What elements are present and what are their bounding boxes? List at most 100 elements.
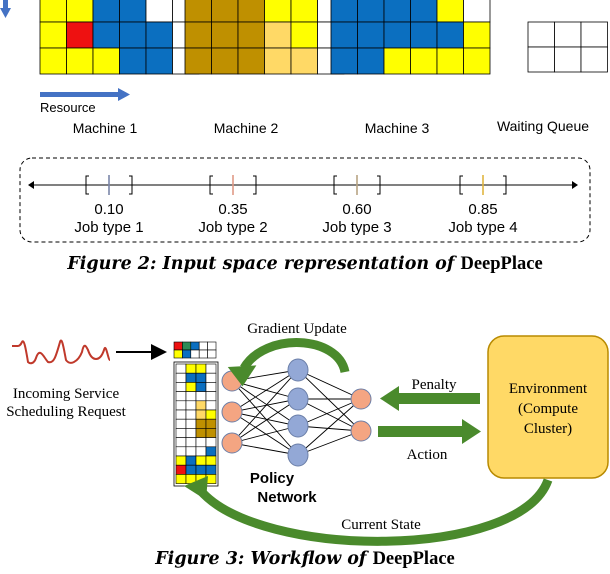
job-type-label: Job type 1	[74, 219, 143, 236]
network-edge	[231, 425, 299, 444]
state-cell	[195, 391, 207, 402]
network-edge	[231, 411, 299, 427]
waiting-queue-cell	[580, 21, 608, 48]
machine-3-cell	[436, 21, 464, 49]
state-cell	[175, 418, 187, 429]
state-cell	[185, 400, 197, 411]
machine-1-cell	[66, 0, 94, 23]
machine-1-cell	[92, 0, 120, 23]
queue-cell	[182, 349, 192, 359]
machine-2-cell	[290, 47, 318, 75]
machine-3-cell	[383, 0, 411, 23]
state-cell	[205, 363, 217, 374]
machine-2-cell	[184, 47, 212, 75]
machine-2-cell	[211, 0, 239, 23]
queue-cell	[173, 341, 183, 351]
state-cell	[195, 428, 207, 438]
figure-3-caption-name: DeepPlace	[372, 549, 455, 569]
state-cell	[185, 391, 197, 402]
state-representation	[173, 341, 219, 487]
network-edge	[297, 398, 362, 432]
network-edge	[297, 369, 362, 400]
machine-2-cell	[237, 21, 265, 49]
job-range-bracket-right	[253, 175, 257, 195]
action-label: Action	[407, 447, 448, 463]
job-value-label: 0.10	[94, 201, 123, 218]
state-cell	[195, 363, 207, 374]
hidden-node	[287, 443, 309, 467]
machine-3-cell	[357, 47, 385, 75]
machine-3-cell	[383, 47, 411, 75]
state-cell	[175, 455, 187, 466]
output-node	[350, 388, 372, 410]
state-cell	[175, 428, 187, 438]
machine-1-cell	[119, 47, 147, 75]
state-cell	[195, 455, 207, 466]
waiting-queue-cell	[527, 46, 555, 73]
waiting-queue-cell	[527, 21, 555, 48]
network-edge	[297, 430, 362, 456]
network-edge	[231, 398, 299, 413]
machine-3-cell	[463, 47, 491, 75]
job-range-bracket-left	[209, 175, 213, 195]
queue-cell	[198, 349, 208, 359]
state-cell	[195, 418, 207, 429]
machine-3-cell	[410, 0, 438, 23]
machine-3-cell	[330, 21, 358, 49]
state-cell	[205, 437, 217, 448]
resource-arrow	[40, 88, 130, 101]
machine-2-cell	[184, 21, 212, 49]
queue-cell	[198, 341, 208, 351]
waiting-queue-cell	[580, 46, 608, 73]
machine-1-cell	[145, 0, 173, 23]
incoming-label-line1: Incoming Service	[13, 386, 120, 402]
resource-label: Resource	[40, 100, 96, 115]
network-edge	[231, 411, 299, 456]
state-cell	[175, 446, 187, 457]
machine-2-cell	[211, 47, 239, 75]
state-cell	[205, 382, 217, 392]
machine-1-grid	[39, 0, 200, 75]
state-cell	[175, 474, 187, 484]
job-value-label: 0.60	[342, 201, 371, 218]
waiting-queue-cell	[554, 21, 582, 48]
policy-network-label-line1: Policy	[250, 470, 295, 487]
job-range-bracket-left	[333, 175, 337, 195]
state-cell	[185, 437, 197, 448]
machine-2-cell	[237, 47, 265, 75]
machine-3-cell	[463, 0, 491, 23]
machine-3-cell	[357, 0, 385, 23]
job-range-bracket-right	[377, 175, 381, 195]
machine-3-grid	[330, 0, 491, 75]
waiting-queue-cell	[554, 46, 582, 73]
hidden-node	[287, 358, 309, 382]
job-type-box	[19, 157, 591, 243]
state-cell	[205, 455, 217, 466]
machine-1-cell	[39, 0, 67, 23]
state-cell	[195, 446, 207, 457]
gradient-update-arrow	[240, 338, 350, 374]
machine-1-cell	[145, 47, 173, 75]
network-edge	[297, 425, 362, 432]
machine-2-label: Machine 2	[214, 120, 279, 136]
machine-3-cell	[410, 21, 438, 49]
network-edge	[297, 398, 362, 456]
time-axis-arrow	[0, 0, 11, 18]
job-value-label: 0.85	[468, 201, 497, 218]
state-cell	[195, 464, 207, 475]
queue-cell	[182, 341, 192, 351]
state-cell	[205, 400, 217, 411]
state-cell	[185, 409, 197, 420]
figure-2-caption-name: DeepPlace	[460, 254, 543, 274]
current-state-arrow	[196, 478, 553, 546]
machine-3-cell	[357, 21, 385, 49]
network-connections	[231, 369, 362, 456]
action-arrow	[378, 419, 481, 444]
job-range-bracket-left	[85, 175, 89, 195]
state-cell	[195, 437, 207, 448]
machine-3-label: Machine 3	[365, 120, 430, 136]
state-cell	[175, 382, 187, 392]
state-cell	[185, 382, 197, 392]
machine-3-cell	[436, 0, 464, 23]
queue-cell	[190, 349, 200, 359]
